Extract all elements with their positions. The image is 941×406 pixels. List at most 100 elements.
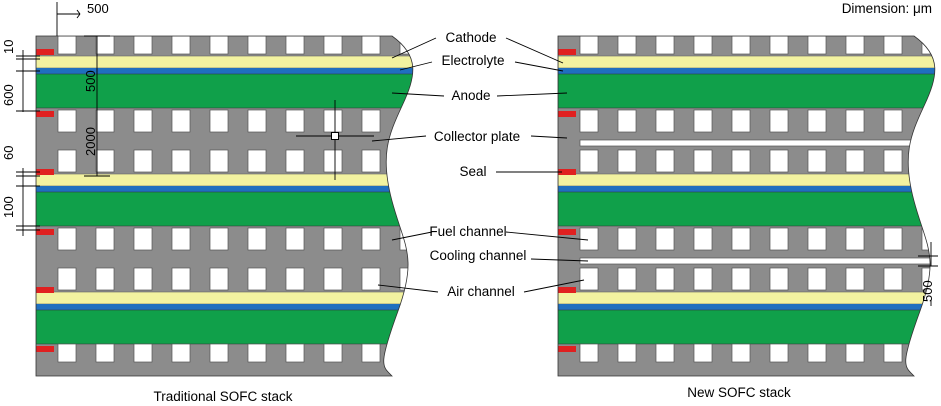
gas-channel bbox=[247, 227, 267, 251]
seal-strip bbox=[36, 169, 54, 175]
gas-channel bbox=[171, 267, 191, 291]
label-air-channel: Air channel bbox=[447, 284, 515, 299]
cathode-layer bbox=[558, 173, 935, 187]
gas-channel bbox=[579, 267, 599, 291]
dim-seal-height: 100 bbox=[1, 196, 16, 218]
gas-channel bbox=[845, 343, 865, 363]
gas-channel bbox=[171, 36, 191, 55]
gas-channel bbox=[209, 36, 229, 55]
seal-strip bbox=[36, 346, 54, 352]
gas-channel bbox=[95, 109, 115, 133]
gas-channel bbox=[247, 109, 267, 133]
seal-strip bbox=[36, 49, 54, 55]
label-electrolyte: Electrolyte bbox=[441, 53, 504, 68]
gas-channel bbox=[285, 343, 305, 363]
seal-strip bbox=[558, 169, 576, 175]
anode-layer bbox=[36, 191, 413, 227]
seal-strip bbox=[558, 49, 576, 55]
gas-channel bbox=[921, 109, 935, 133]
cathode-layer bbox=[558, 291, 935, 305]
gas-channel bbox=[807, 343, 827, 363]
gas-channel bbox=[95, 149, 115, 173]
gas-channel bbox=[617, 227, 637, 251]
gas-channel bbox=[807, 109, 827, 133]
gas-channel bbox=[579, 149, 599, 173]
gas-channel bbox=[361, 227, 381, 251]
gas-channel bbox=[731, 36, 751, 55]
gas-channel bbox=[769, 227, 789, 251]
new-stack bbox=[558, 36, 935, 376]
gas-channel bbox=[133, 343, 153, 363]
dim-cooling-height: 500 bbox=[920, 280, 935, 302]
label-anode: Anode bbox=[451, 88, 490, 103]
gas-channel bbox=[323, 109, 343, 133]
gas-channel bbox=[731, 267, 751, 291]
gas-channel bbox=[247, 343, 267, 363]
traditional-stack bbox=[36, 36, 413, 376]
gas-channel bbox=[769, 267, 789, 291]
gas-channel bbox=[655, 343, 675, 363]
gas-channel bbox=[731, 227, 751, 251]
gas-channel bbox=[807, 149, 827, 173]
gas-channel bbox=[285, 109, 305, 133]
gas-channel bbox=[769, 109, 789, 133]
stack-outline-new-stack bbox=[557, 35, 936, 377]
label-seal: Seal bbox=[459, 164, 486, 179]
electrolyte-layer bbox=[558, 68, 935, 74]
collector-plate-marker bbox=[296, 100, 374, 180]
anode-layer bbox=[36, 73, 413, 109]
gas-channel bbox=[57, 267, 77, 291]
gas-channel bbox=[655, 36, 675, 55]
seal-strip bbox=[558, 111, 576, 117]
gas-channel bbox=[655, 149, 675, 173]
gas-channel bbox=[845, 36, 865, 55]
gas-channel bbox=[807, 227, 827, 251]
gas-channel bbox=[921, 149, 935, 173]
gas-channel bbox=[285, 267, 305, 291]
electrolyte-layer bbox=[36, 304, 413, 310]
gas-channel bbox=[361, 149, 381, 173]
gas-channel bbox=[693, 227, 713, 251]
seal-strip bbox=[558, 287, 576, 293]
caption-traditional: Traditional SOFC stack bbox=[153, 389, 292, 404]
gas-channel bbox=[95, 343, 115, 363]
electrolyte-layer bbox=[36, 68, 413, 74]
gas-channel bbox=[399, 227, 413, 251]
gas-channel bbox=[617, 149, 637, 173]
gas-channel bbox=[655, 227, 675, 251]
cathode-layer bbox=[558, 55, 935, 69]
seal-strip bbox=[558, 229, 576, 235]
seal-strip bbox=[36, 111, 54, 117]
gas-channel bbox=[883, 149, 903, 173]
label-fuel-channel: Fuel channel bbox=[429, 224, 506, 239]
seal-strip bbox=[36, 287, 54, 293]
dim-top-width: 500 bbox=[87, 1, 109, 16]
dim-rib-height: 60 bbox=[1, 146, 16, 160]
gas-channel bbox=[247, 267, 267, 291]
gas-channel bbox=[883, 343, 903, 363]
gas-channel bbox=[731, 109, 751, 133]
gas-channel bbox=[617, 267, 637, 291]
gas-channel bbox=[95, 227, 115, 251]
electrolyte-layer bbox=[558, 304, 935, 310]
gas-channel bbox=[769, 36, 789, 55]
gas-channel bbox=[731, 149, 751, 173]
caption-new: New SOFC stack bbox=[687, 385, 791, 400]
gas-channel bbox=[133, 149, 153, 173]
gas-channel bbox=[579, 109, 599, 133]
cathode-layer bbox=[36, 55, 413, 69]
anode-layer bbox=[36, 309, 413, 345]
left-dimensions bbox=[16, 2, 938, 306]
gas-channel bbox=[209, 149, 229, 173]
gas-channel bbox=[171, 149, 191, 173]
gas-channel bbox=[57, 343, 77, 363]
gas-channel bbox=[209, 267, 229, 291]
gas-channel bbox=[285, 227, 305, 251]
gas-channel bbox=[361, 343, 381, 363]
electrolyte-layer bbox=[36, 186, 413, 192]
gas-channel bbox=[883, 267, 903, 291]
gas-channel bbox=[845, 109, 865, 133]
gas-channel bbox=[57, 149, 77, 173]
gas-channel bbox=[285, 36, 305, 55]
gas-channel bbox=[361, 267, 381, 291]
